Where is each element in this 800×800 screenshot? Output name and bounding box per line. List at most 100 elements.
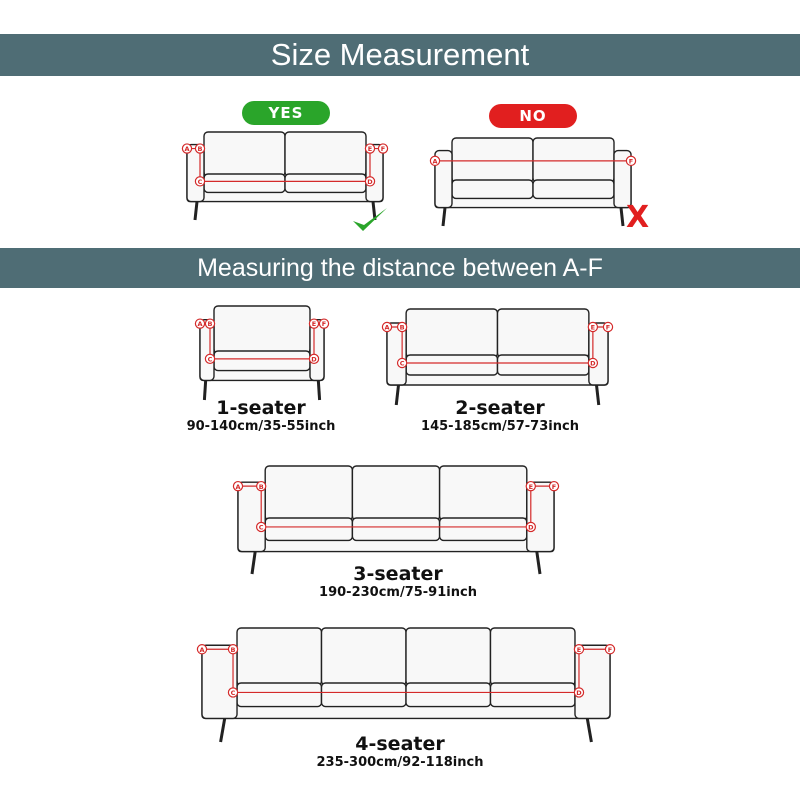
sofa-leg bbox=[316, 380, 322, 401]
sofa-leg bbox=[371, 201, 377, 221]
sofa-leg bbox=[202, 380, 208, 401]
back-cushion bbox=[438, 465, 528, 521]
sofa-arm bbox=[588, 322, 609, 386]
back-cushion bbox=[284, 131, 367, 177]
marker-d: D bbox=[573, 687, 585, 698]
svg-text:F: F bbox=[608, 646, 612, 654]
sofa-arm bbox=[574, 644, 611, 720]
sofa-leg bbox=[535, 551, 542, 575]
svg-text:E: E bbox=[577, 646, 581, 654]
marker-e: E bbox=[525, 480, 536, 492]
back-cushion bbox=[405, 308, 499, 358]
sofa-leg bbox=[394, 384, 400, 406]
marker-c: C bbox=[227, 687, 239, 698]
seat-cushion bbox=[236, 682, 323, 708]
sofa-arm bbox=[613, 149, 632, 209]
svg-text:C: C bbox=[198, 178, 203, 186]
caption-3-seater: 3-seater 190-230cm/75-91inch bbox=[308, 563, 488, 600]
header-title: Size Measurement bbox=[270, 37, 530, 72]
svg-text:A: A bbox=[199, 646, 204, 654]
marker-d: D bbox=[364, 176, 376, 187]
sofa-label: 4-seater bbox=[355, 733, 445, 755]
svg-text:A: A bbox=[197, 320, 202, 328]
sofa-arm bbox=[237, 481, 266, 553]
svg-text:A: A bbox=[235, 483, 240, 491]
back-cushion bbox=[532, 137, 615, 183]
marker-b: B bbox=[396, 321, 408, 333]
marker-c: C bbox=[204, 353, 216, 365]
marker-f: F bbox=[377, 143, 389, 154]
back-cushion bbox=[496, 308, 590, 358]
sofa-leg bbox=[219, 718, 227, 743]
back-cushion bbox=[405, 627, 492, 686]
back-cushion bbox=[320, 627, 407, 686]
sofa-4-seater: A B C D E F bbox=[196, 624, 616, 743]
svg-text:D: D bbox=[590, 360, 596, 368]
svg-text:A: A bbox=[384, 324, 389, 332]
sofa-arm bbox=[434, 149, 453, 209]
marker-a: A bbox=[429, 155, 441, 167]
svg-text:E: E bbox=[368, 145, 372, 153]
marker-f: F bbox=[548, 480, 560, 492]
back-cushion bbox=[264, 465, 354, 521]
svg-text:B: B bbox=[208, 320, 213, 328]
sofa-drawing: A B C D E F bbox=[196, 627, 616, 743]
sofa-label: 3-seater bbox=[353, 563, 443, 585]
sofa-size-range: 190-230cm/75-91inch bbox=[319, 585, 477, 600]
sofa-label: 2-seater bbox=[455, 397, 545, 419]
marker-b: B bbox=[227, 644, 239, 655]
svg-text:C: C bbox=[259, 524, 264, 532]
back-cushion bbox=[351, 465, 441, 521]
marker-a: A bbox=[196, 644, 208, 655]
marker-f: F bbox=[602, 321, 614, 333]
seat-cushion bbox=[451, 179, 534, 200]
sofa-drawing: A B C D E F bbox=[232, 465, 560, 575]
yes-label: YES bbox=[268, 104, 304, 122]
sofa-size-range: 145-185cm/57-73inch bbox=[421, 419, 579, 434]
marker-f: F bbox=[604, 644, 616, 655]
svg-text:B: B bbox=[400, 324, 405, 332]
marker-d: D bbox=[525, 521, 536, 533]
check-icon bbox=[353, 208, 387, 231]
marker-e: E bbox=[364, 143, 376, 154]
seat-cushion bbox=[203, 173, 286, 194]
svg-text:E: E bbox=[312, 320, 316, 328]
svg-text:F: F bbox=[552, 483, 556, 491]
seat-cushion bbox=[496, 354, 590, 376]
header-banner: Size Measurement bbox=[0, 34, 800, 76]
svg-text:A: A bbox=[432, 157, 437, 165]
svg-text:E: E bbox=[591, 324, 595, 332]
yes-badge: YES bbox=[242, 101, 330, 125]
seat-cushion bbox=[351, 517, 441, 542]
sofa-arm bbox=[199, 318, 215, 382]
svg-text:B: B bbox=[231, 646, 236, 654]
svg-text:D: D bbox=[528, 524, 534, 532]
sofa-arm bbox=[386, 322, 407, 386]
marker-a: A bbox=[232, 480, 244, 492]
marker-a: A bbox=[194, 318, 206, 329]
svg-text:D: D bbox=[311, 355, 317, 363]
sofa-arm bbox=[526, 481, 555, 553]
marker-f: F bbox=[625, 155, 637, 167]
svg-text:C: C bbox=[231, 689, 236, 697]
marker-c: C bbox=[194, 176, 206, 187]
marker-e: E bbox=[587, 321, 599, 333]
svg-text:F: F bbox=[629, 157, 633, 165]
back-cushion bbox=[236, 627, 323, 686]
seat-cushion bbox=[213, 350, 311, 372]
svg-text:B: B bbox=[259, 483, 264, 491]
marker-b: B bbox=[256, 480, 267, 492]
no-label: NO bbox=[519, 107, 547, 125]
caption-2-seater: 2-seater 145-185cm/57-73inch bbox=[405, 397, 595, 434]
seat-cushion bbox=[405, 354, 499, 376]
sofa-arm bbox=[201, 644, 238, 720]
svg-text:D: D bbox=[576, 689, 582, 697]
marker-a: A bbox=[181, 143, 193, 154]
sofa-size-range: 90-140cm/35-55inch bbox=[186, 419, 336, 434]
